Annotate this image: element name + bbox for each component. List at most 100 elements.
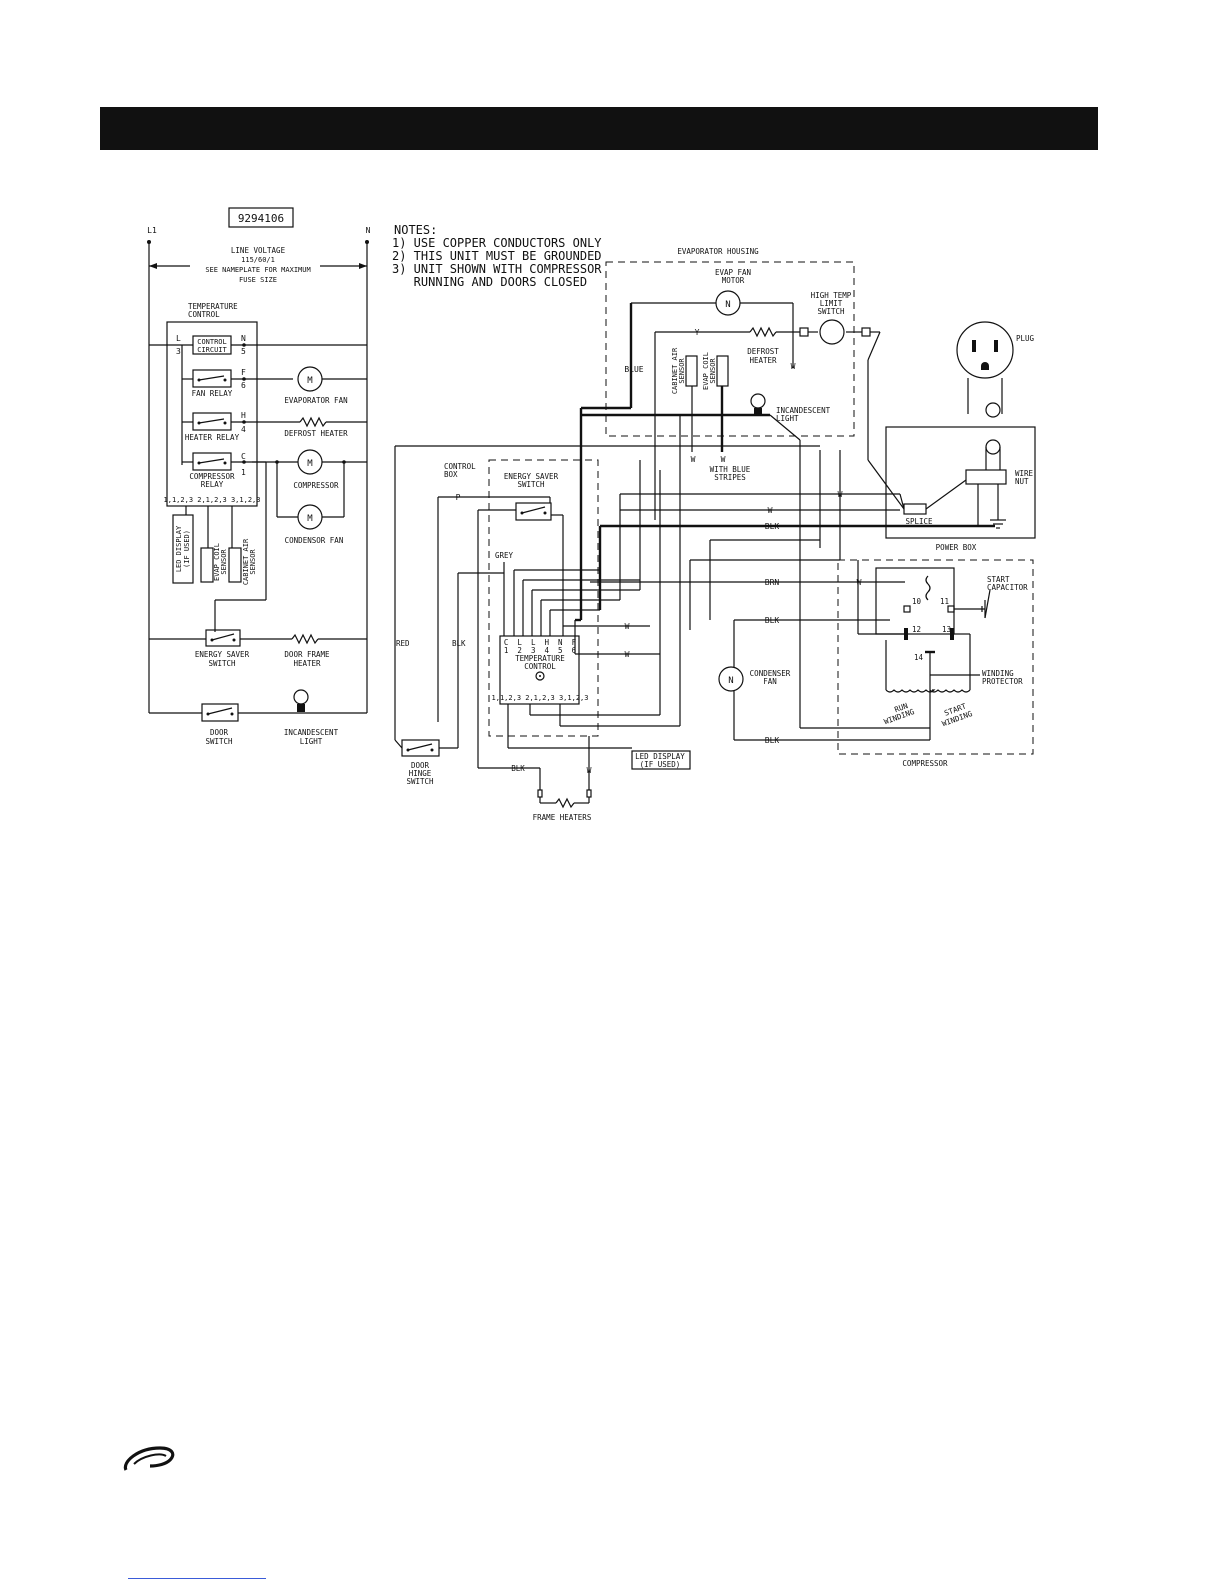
svg-text:WINDING: WINDING — [982, 669, 1014, 678]
svg-text:W: W — [768, 506, 773, 515]
evap-coil-sensor — [200, 547, 214, 583]
brand-logo-icon — [123, 1446, 175, 1471]
svg-text:DOOR: DOOR — [411, 761, 430, 770]
wire-nut — [965, 469, 1007, 485]
power-box — [885, 426, 1036, 539]
svg-text:PROTECTOR: PROTECTOR — [982, 677, 1023, 686]
svg-text:ENERGY SAVER: ENERGY SAVER — [195, 650, 250, 659]
svg-text:H: H — [241, 411, 246, 420]
svg-text:3: 3 — [176, 347, 181, 356]
schematic-ladder: 9294106 L1 N LINE VOLTAGE 115/60/1 SEE N… — [147, 207, 371, 746]
svg-text:W: W — [691, 455, 696, 464]
svg-text:W: W — [857, 578, 862, 587]
svg-text:DOOR FRAME: DOOR FRAME — [284, 650, 330, 659]
frame-heaters-resistor — [555, 797, 575, 809]
led-display-box — [172, 514, 194, 584]
part-number: 9294106 — [238, 212, 284, 225]
svg-text:SENSOR: SENSOR — [709, 358, 717, 384]
svg-text:BOX: BOX — [444, 470, 458, 479]
notes: NOTES: 1) USE COPPER CONDUCTORS ONLY 2) … — [392, 223, 602, 289]
svg-text:CONDENSER: CONDENSER — [750, 669, 791, 678]
svg-text:POWER BOX: POWER BOX — [936, 543, 977, 552]
svg-text:M: M — [307, 514, 313, 524]
svg-text:SWITCH: SWITCH — [205, 737, 233, 746]
svg-text:LED DISPLAY: LED DISPLAY — [175, 525, 183, 572]
header-bar — [100, 107, 1098, 150]
note-4: RUNNING AND DOORS CLOSED — [392, 275, 587, 289]
note-3: 3) UNIT SHOWN WITH COMPRESSOR — [392, 262, 602, 276]
svg-text:CIRCUIT: CIRCUIT — [197, 346, 227, 354]
svg-text:LIGHT: LIGHT — [776, 414, 799, 423]
svg-text:WITH BLUE: WITH BLUE — [710, 465, 751, 474]
n-label: N — [366, 226, 371, 235]
svg-text:RED: RED — [396, 639, 410, 648]
door-frame-heater-resistor — [291, 633, 319, 645]
svg-text:1: 1 — [241, 468, 246, 477]
condenser-fan-motor — [718, 666, 744, 692]
svg-text:LIGHT: LIGHT — [300, 737, 323, 746]
svg-text:F: F — [241, 368, 246, 377]
cabinet-air-sensor — [228, 547, 242, 583]
svg-text:W: W — [587, 766, 592, 775]
run-winding — [885, 689, 936, 693]
svg-text:FAN: FAN — [763, 677, 777, 686]
svg-text:SWITCH: SWITCH — [208, 659, 236, 668]
svg-text:CABINET AIR: CABINET AIR — [671, 347, 679, 394]
svg-text:TEMPERATURE: TEMPERATURE — [515, 654, 565, 663]
svg-text:EVAP COIL: EVAP COIL — [213, 543, 221, 581]
svg-text:BLUE: BLUE — [624, 365, 643, 374]
svg-text:WIRE: WIRE — [1015, 469, 1034, 478]
svg-text:LIMIT: LIMIT — [820, 299, 843, 308]
svg-text:DEFROST: DEFROST — [747, 347, 779, 356]
svg-text:5: 5 — [241, 347, 246, 356]
line-voltage-2: 115/60/1 — [241, 256, 275, 264]
led-display-box — [631, 750, 691, 770]
svg-text:DOOR: DOOR — [210, 728, 229, 737]
svg-text:HEATER: HEATER — [749, 356, 777, 365]
splice — [903, 503, 927, 515]
svg-text:M: M — [307, 376, 313, 386]
svg-text:COMPRESSOR: COMPRESSOR — [189, 472, 235, 481]
cabinet-air-sensor — [685, 355, 698, 387]
plug — [956, 321, 1014, 379]
svg-text:L: L — [176, 334, 181, 343]
door-switch — [201, 703, 239, 722]
svg-text:N: N — [725, 300, 730, 310]
evap-coil-sensor — [716, 355, 729, 387]
svg-text:ENERGY SAVER: ENERGY SAVER — [504, 472, 559, 481]
svg-text:NUT: NUT — [1015, 477, 1029, 486]
control-box — [488, 459, 599, 737]
temp-control-label-2: CONTROL — [188, 310, 220, 319]
svg-text:P: P — [456, 493, 461, 502]
svg-text:HEATER: HEATER — [293, 659, 321, 668]
svg-text:HIGH TEMP: HIGH TEMP — [811, 291, 852, 300]
svg-text:LED DISPLAY: LED DISPLAY — [635, 752, 685, 761]
svg-text:(IF USED): (IF USED) — [183, 530, 191, 568]
svg-text:SENSOR: SENSOR — [249, 549, 257, 575]
svg-text:1,1,2,3 2,1,2,3 3,1,2,3: 1,1,2,3 2,1,2,3 3,1,2,3 — [492, 694, 589, 702]
incandescent-light-bulb — [293, 689, 309, 705]
svg-text:C: C — [241, 452, 246, 461]
svg-text:BLK: BLK — [765, 522, 780, 531]
svg-text:START: START — [987, 575, 1010, 584]
svg-text:HEATER RELAY: HEATER RELAY — [185, 433, 240, 442]
svg-text:M: M — [307, 459, 313, 469]
svg-text:W: W — [791, 362, 796, 371]
svg-text:10: 10 — [912, 597, 922, 606]
svg-text:INCANDESCENT: INCANDESCENT — [776, 406, 831, 415]
l1-label: L1 — [147, 226, 157, 235]
line-voltage-1: LINE VOLTAGE — [231, 246, 286, 255]
svg-text:1,1,2,3 2,1,2,3 3,1,2,3: 1,1,2,3 2,1,2,3 3,1,2,3 — [164, 496, 261, 504]
svg-text:W: W — [625, 622, 630, 631]
svg-text:CONTROL: CONTROL — [197, 338, 227, 346]
svg-text:CABINET AIR: CABINET AIR — [242, 538, 250, 585]
svg-text:SENSOR: SENSOR — [220, 549, 228, 575]
svg-text:N: N — [241, 334, 246, 343]
svg-text:EVAPORATOR FAN: EVAPORATOR FAN — [284, 396, 347, 405]
temp-control-label-1: TEMPERATURE — [188, 302, 238, 311]
svg-text:CONDENSOR FAN: CONDENSOR FAN — [285, 536, 344, 545]
svg-text:BLK: BLK — [452, 639, 466, 648]
svg-text:N: N — [728, 676, 733, 686]
svg-text:SWITCH: SWITCH — [517, 480, 545, 489]
incandescent-light-bulb — [750, 393, 766, 409]
